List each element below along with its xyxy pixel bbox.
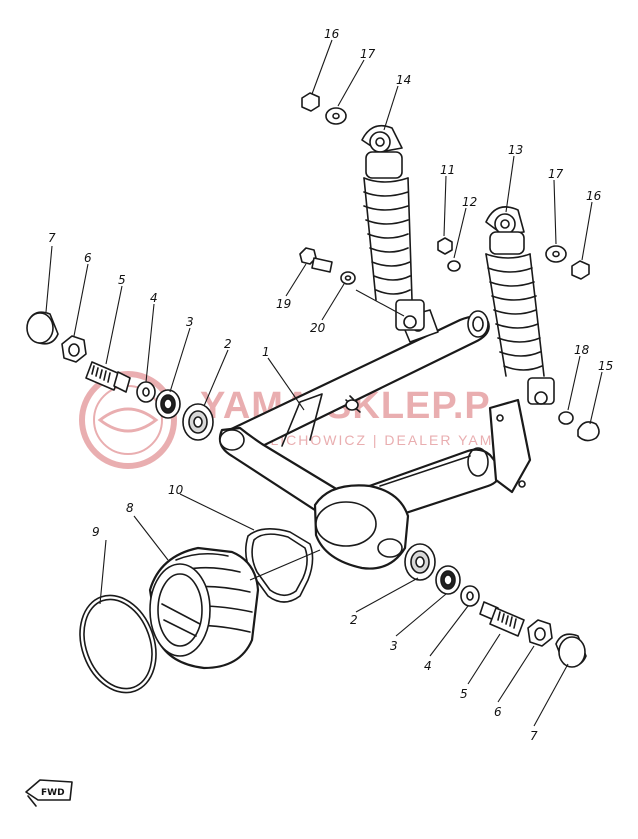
rear-shock-absorber-left (361, 124, 425, 331)
washer-20 (340, 271, 356, 285)
callout-5-left: 5 (118, 273, 126, 287)
callout-16-right: 16 (586, 189, 602, 203)
callout-11: 11 (440, 163, 455, 177)
nut-6-left (61, 335, 87, 363)
callout-15: 15 (598, 359, 613, 373)
callout-18: 18 (574, 343, 590, 357)
swingarm (218, 309, 532, 570)
washer-12 (447, 260, 461, 272)
callout-13: 13 (508, 143, 523, 157)
callout-4-right: 4 (424, 659, 432, 673)
callout-6-right: 6 (494, 705, 502, 719)
callout-1: 1 (262, 345, 270, 359)
callout-8: 8 (126, 501, 134, 515)
pivot-shaft-5-right (479, 601, 525, 637)
callout-10: 10 (168, 483, 184, 497)
rubber-boot-8 (148, 546, 260, 670)
rear-shock-absorber-right (485, 206, 555, 405)
leader-lines (45, 39, 603, 727)
callout-7-left: 7 (48, 231, 56, 245)
pivot-shaft-5-left (85, 361, 131, 393)
fwd-label: FWD (41, 788, 65, 798)
callout-14: 14 (396, 73, 411, 87)
callout-20: 20 (310, 321, 326, 335)
fwd-arrow-icon: FWD (25, 779, 73, 807)
callout-19: 19 (276, 297, 291, 311)
watermark-logo (79, 371, 177, 469)
right-pivot-assembly (404, 543, 587, 668)
callout-3-right: 3 (390, 639, 398, 653)
nut-16-right (571, 260, 590, 280)
callout-6-left: 6 (84, 251, 92, 265)
callout-9: 9 (92, 525, 100, 539)
callout-2-right: 2 (350, 613, 358, 627)
callout-4-left: 4 (150, 291, 158, 305)
callout-12: 12 (462, 195, 477, 209)
washer-18 (558, 411, 574, 425)
callout-3-left: 3 (186, 315, 194, 329)
callout-7-right: 7 (530, 729, 538, 743)
callout-5-right: 5 (460, 687, 468, 701)
washer-4-left (136, 381, 156, 403)
bolt-19 (299, 247, 333, 273)
nut-11 (437, 237, 453, 255)
nut-16-left (301, 92, 320, 112)
washer-17-right (545, 245, 567, 263)
callout-labels: 7 6 5 4 3 2 1 9 8 10 2 3 4 5 6 7 16 17 1… (48, 27, 613, 743)
cap-nut-15 (577, 421, 600, 442)
left-pivot-assembly (26, 311, 214, 441)
callout-16-left: 16 (324, 27, 340, 41)
washer-17-left (325, 107, 347, 125)
washer-4-right (460, 585, 480, 607)
watermark-subtitle: WIELICHOWICZ | DEALER YAMAHA (238, 432, 528, 448)
callout-17-right: 17 (548, 167, 564, 181)
callout-17-left: 17 (360, 47, 376, 61)
upper-hardware (299, 92, 600, 442)
callout-2-left: 2 (224, 337, 232, 351)
nut-6-right (527, 619, 553, 647)
